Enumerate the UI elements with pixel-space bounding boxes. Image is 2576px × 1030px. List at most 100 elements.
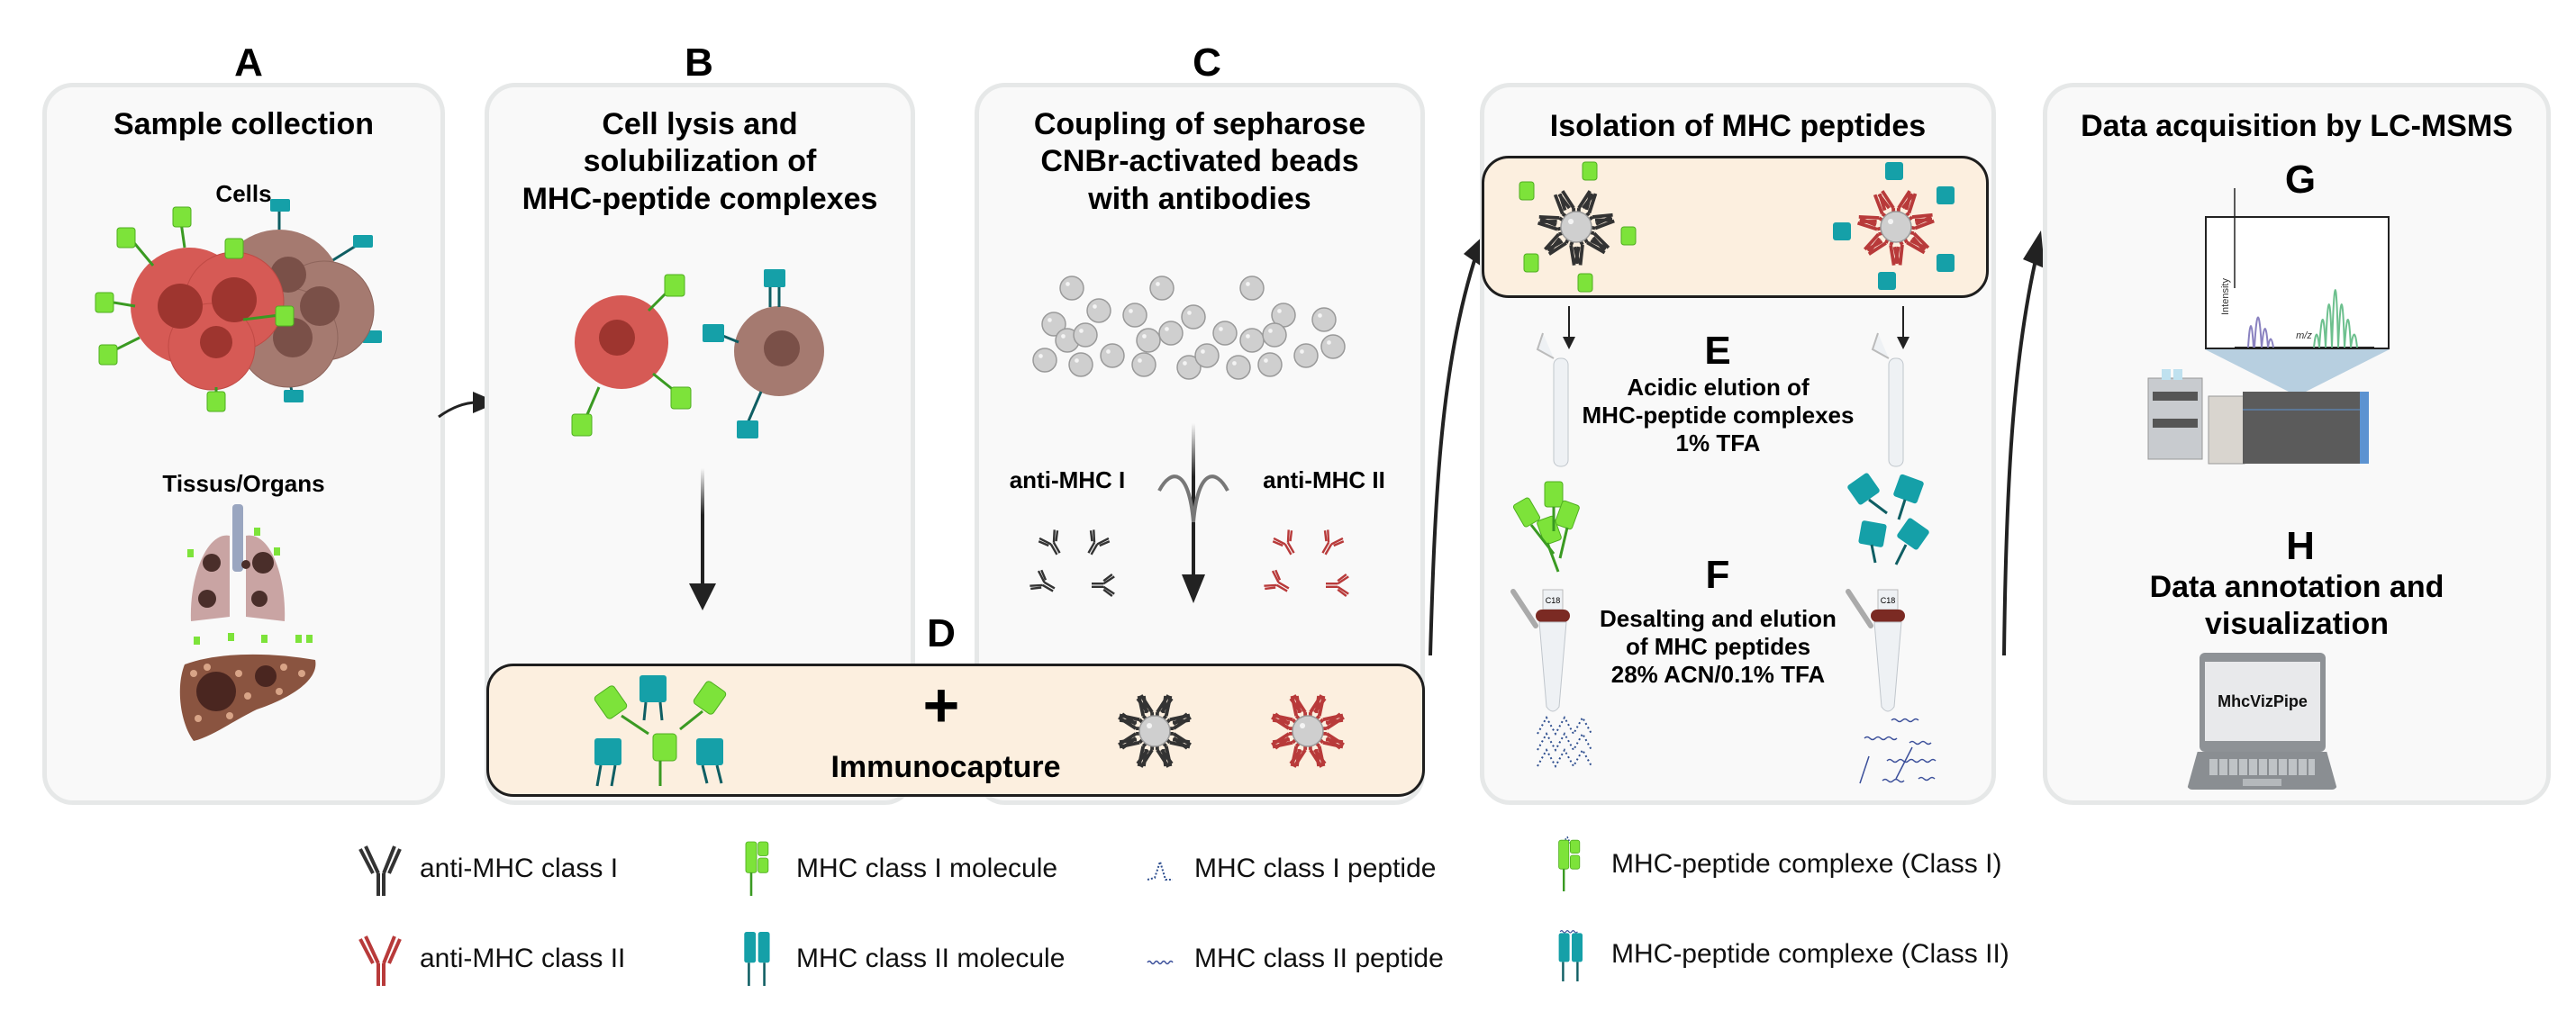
zoom-projection [2205, 349, 2390, 393]
laptop-illustration: MhcVizPipe [2187, 653, 2337, 791]
lc-msms-instrument [2147, 369, 2369, 465]
bead [1068, 352, 1093, 377]
lysed-cells-illustration [571, 269, 824, 438]
mhc-class-i-molecule-icon [1519, 181, 1535, 201]
plus-sign: + [922, 670, 960, 740]
legend-item-mhc-class-i-peptide: MHC class I peptide [1137, 842, 1436, 896]
step-h-text: Data annotation and visualization [2149, 570, 2444, 642]
mhc-class-i-molecule-icon [1582, 161, 1598, 181]
arrow-e-right [1897, 306, 1909, 349]
bead [1311, 307, 1337, 332]
bead-with-class-i-complexes [1519, 161, 1637, 293]
immunocapture-label: Immunocapture [830, 750, 1061, 784]
step-letter-g: G [2284, 158, 2317, 202]
arrow-b-down [689, 468, 716, 610]
bead [1226, 355, 1251, 380]
bead [1041, 312, 1066, 337]
step-f-text: Desalting and elution of MHC peptides 28… [1600, 605, 1837, 689]
c18-tube-left: C18 [1510, 589, 1570, 712]
bead [1194, 343, 1220, 368]
antibody-icon [1264, 569, 1290, 592]
mhc-class-i-molecule-icon [1523, 253, 1539, 273]
step-letter-e: E [1704, 329, 1731, 373]
mhc-class-ii-molecule-icon [1885, 162, 1903, 180]
laptop-app-name: MhcVizPipe [2218, 691, 2308, 710]
legend-label: MHC class II peptide [1194, 944, 1444, 973]
sepharose-beads [1032, 276, 1346, 380]
bead [1176, 355, 1202, 380]
legend-item-mhc-class-ii-molecule: MHC class II molecule [730, 932, 1065, 986]
bead [1122, 303, 1147, 328]
panel-a-title: Sample collection [113, 107, 375, 141]
bead-with-class-ii-complexes [1833, 162, 1955, 290]
legend-label: MHC class II molecule [796, 944, 1066, 973]
tissues-organs-label: Tissus/Organs [162, 470, 325, 497]
anti-mhc-ii-antibodies [1264, 529, 1349, 597]
bead [1136, 328, 1161, 353]
legend-label: anti-MHC class II [420, 944, 626, 973]
antibody-icon [1038, 529, 1061, 556]
eluted-class-i-complexes [1512, 481, 1580, 573]
cells-label: Cells [215, 180, 272, 207]
antibody-icon [1092, 574, 1115, 597]
laptop-display: MhcVizPipe [2205, 662, 2320, 741]
mhc-class-i-molecule-icon [1620, 226, 1637, 246]
mhc-peptide-complex-class-ii-icon [1558, 930, 1583, 981]
mhc-class-ii-molecule-icon [1878, 272, 1896, 290]
step-e-text: Acidic elution of MHC-peptide complexes … [1582, 374, 1855, 457]
panel-b-title: Cell lysis and solubilization of MHC-pep… [522, 107, 878, 216]
bead [1181, 304, 1206, 330]
bead [1158, 321, 1184, 346]
bead [1239, 276, 1265, 301]
mhc-class-i-molecule-icon [745, 841, 769, 896]
legend-item-mhc-peptide-complex-class-i: MHC-peptide complexe (Class I) [1545, 836, 2002, 891]
laptop-keyboard [2187, 752, 2337, 790]
bead [1292, 715, 1324, 747]
legend-label: anti-MHC class I [420, 854, 619, 883]
class-ii-peptides [1859, 718, 1937, 784]
mhc-class-i-molecule-icon [1577, 273, 1593, 293]
bead [1149, 276, 1175, 301]
bead-anti-mhc-i [1118, 694, 1192, 768]
legend-label: MHC-peptide complexe (Class I) [1611, 849, 2002, 879]
c18-label-right: C18 [1881, 596, 1896, 605]
spectrum-x-label: m/z [2296, 330, 2312, 341]
bead [1073, 322, 1098, 348]
elution-tube-left [1536, 332, 1569, 467]
eluted-class-ii-complexes [1847, 473, 1929, 565]
bead [1059, 276, 1084, 301]
antibody-icon [1321, 529, 1345, 556]
legend-item-anti-mhc-class-ii: anti-MHC class II [353, 932, 625, 986]
mhc-peptide-complex-class-i-icon [1558, 836, 1581, 891]
laptop-screen: MhcVizPipe [2200, 653, 2326, 752]
legend-label: MHC-peptide complexe (Class II) [1611, 939, 2009, 969]
spectrum-y-label: Intensity [2220, 278, 2231, 315]
merge-arrow [1157, 423, 1229, 603]
step-letter-b: B [685, 41, 713, 85]
step-letter-c: C [1193, 41, 1221, 85]
bead [1100, 343, 1125, 368]
legend-item-mhc-class-ii-peptide: MHC class II peptide [1137, 932, 1444, 986]
bead [1212, 321, 1238, 346]
bead [1262, 322, 1287, 348]
bead-anti-mhc-ii [1271, 694, 1345, 768]
panel-ef-title: Isolation of MHC peptides [1549, 109, 1927, 143]
step-letter-f: F [1705, 553, 1730, 597]
lungs-illustration [187, 504, 286, 621]
antibody-class-i-icon [358, 845, 402, 896]
mhc-class-ii-molecule-icon [1937, 254, 1955, 272]
bead [1560, 211, 1592, 243]
mhc-complexes-group [594, 675, 727, 787]
arrow-e-left [1563, 306, 1575, 349]
legend-label: MHC class I molecule [796, 854, 1058, 883]
legend-label: MHC class I peptide [1194, 854, 1437, 883]
bead [1239, 328, 1265, 353]
bead [1138, 715, 1171, 747]
panel-gh-title: Data acquisition by LC-MSMS [2081, 109, 2513, 143]
antibody-icon [1326, 574, 1349, 597]
bead [1293, 343, 1319, 368]
step-letter-h: H [2286, 524, 2315, 568]
anti-mhc-i-antibodies [1029, 529, 1115, 597]
step-letter-d: D [927, 611, 956, 655]
ms-spectrum-chart: Intensity m/z [2205, 188, 2390, 349]
